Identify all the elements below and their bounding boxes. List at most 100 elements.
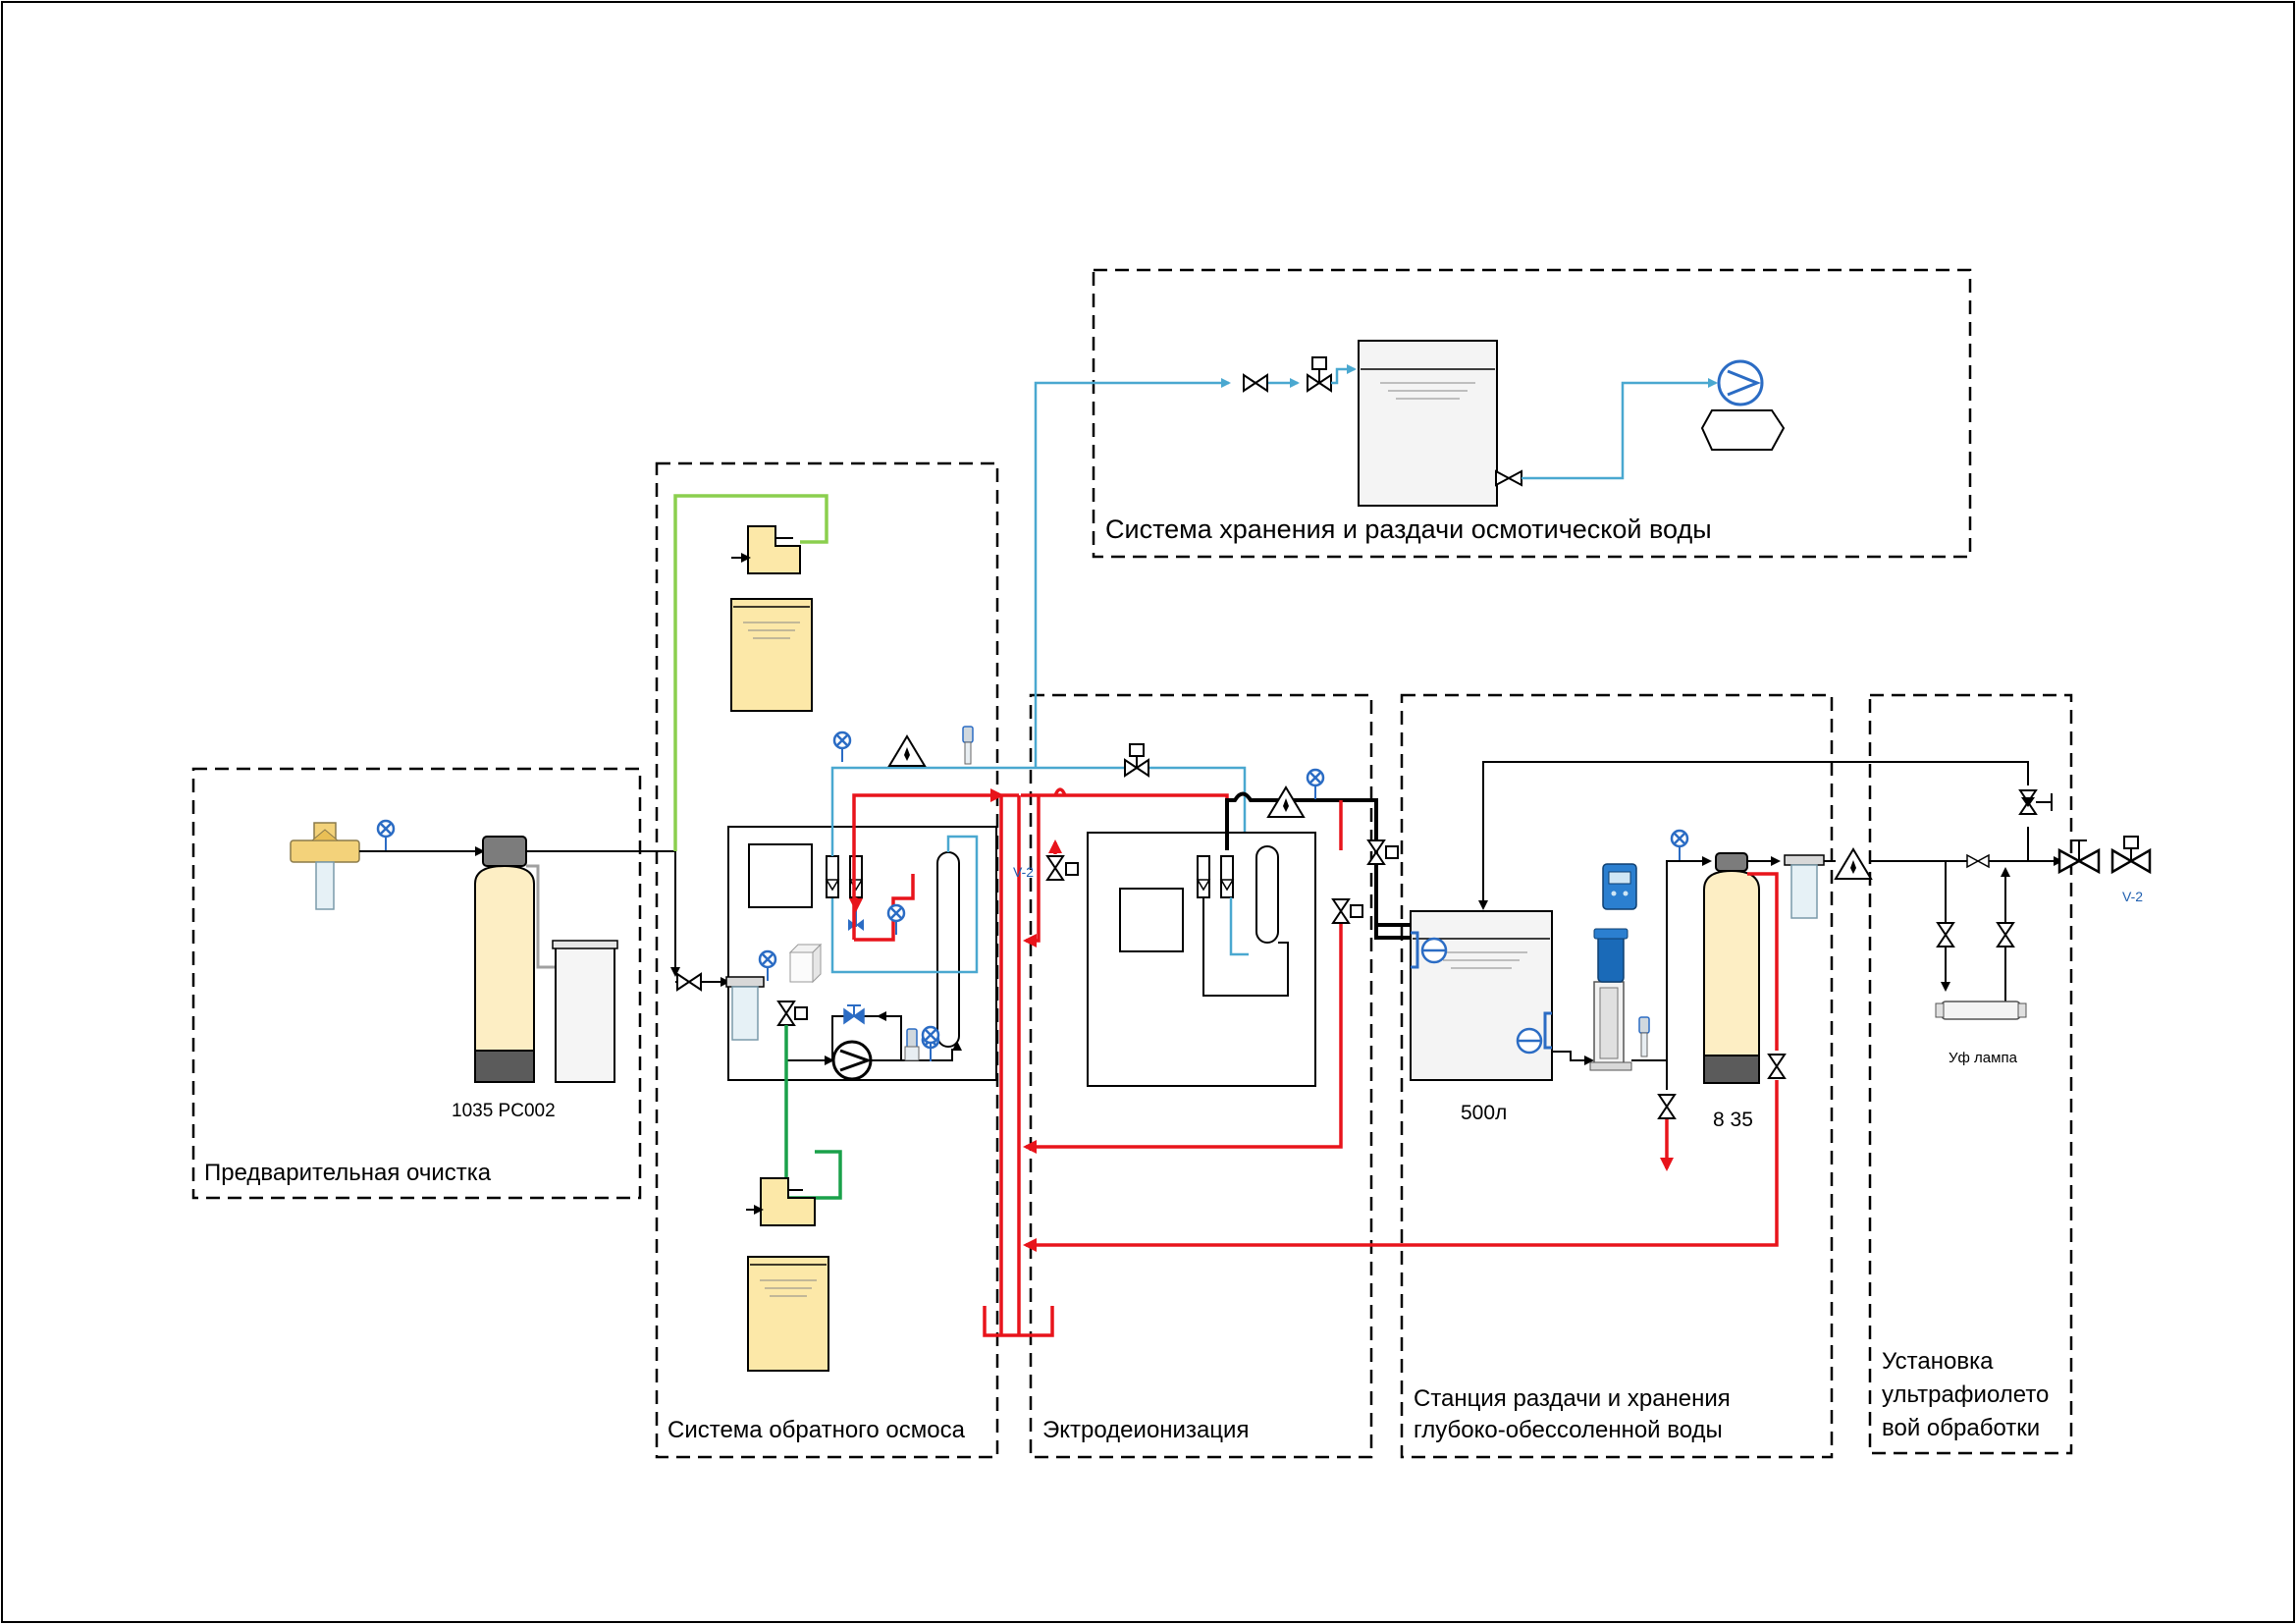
valve-tag-right: V-2 bbox=[2122, 889, 2143, 904]
uv-bypass-valve-icon bbox=[1966, 853, 1990, 869]
tank-volume-label: 500л bbox=[1461, 1102, 1507, 1124]
deionized-station-label-2: глубоко-обессоленной воды bbox=[1414, 1417, 1723, 1443]
ro-concentrate-outlet bbox=[852, 788, 1004, 940]
ro-high-pressure-pump bbox=[831, 1040, 873, 1081]
reverse-osmosis-group bbox=[670, 494, 1252, 1372]
ro-flowmeter-2 bbox=[848, 855, 864, 898]
deionized-station-box bbox=[1400, 693, 1834, 1459]
tank-level-sensor-lower bbox=[1516, 1011, 1552, 1055]
pretreatment-group: 1035 PC002 bbox=[290, 819, 675, 1121]
polishing-filter-vessel bbox=[1703, 852, 1760, 1084]
storage-osmotic-label: Система хранения и раздачи осмотической … bbox=[1105, 514, 1712, 544]
ro-conductivity-sensor-icon bbox=[962, 726, 974, 765]
cartridge-filter bbox=[1784, 854, 1825, 919]
ro-concentrate-internal bbox=[854, 874, 915, 942]
edi-label: Эктродеионизация bbox=[1042, 1417, 1249, 1443]
storage-float-valve bbox=[1307, 356, 1332, 392]
softener-vessel bbox=[474, 836, 535, 1083]
storage-osmotic-group bbox=[1243, 340, 1786, 507]
booster-pump bbox=[1589, 928, 1632, 1071]
dosing-line-lower bbox=[784, 1025, 842, 1200]
pump-pressure-switch-icon bbox=[1638, 1016, 1650, 1057]
edi-product-line bbox=[1225, 791, 1411, 927]
recirculation-valve bbox=[2019, 789, 2053, 815]
dosing-pump-upper bbox=[731, 525, 801, 574]
uv-box bbox=[1868, 693, 2073, 1455]
edi-box bbox=[1029, 693, 1373, 1459]
uv-bypass-outlet-valve-icon bbox=[1997, 922, 2014, 947]
reverse-osmosis-box bbox=[655, 461, 999, 1459]
softener-model-label: 1035 PC002 bbox=[452, 1101, 556, 1121]
pretreatment-box bbox=[191, 767, 642, 1200]
uv-bypass-inlet-valve-icon bbox=[1937, 922, 1954, 947]
edi-flowmeter-2 bbox=[1219, 855, 1235, 898]
uv-label-1: Установка bbox=[1882, 1348, 1994, 1375]
edi-control-panel bbox=[1119, 888, 1184, 952]
pump-drain-valve-icon bbox=[1658, 1094, 1676, 1119]
inlet-pressure-gauge-icon bbox=[376, 819, 396, 852]
tank-level-sensor-upper bbox=[1411, 931, 1448, 969]
reverse-osmosis-label: Система обратного осмоса bbox=[667, 1417, 966, 1443]
deionized-station-label-1: Станция раздачи и хранения bbox=[1414, 1385, 1731, 1412]
outlet-check-valve bbox=[2057, 839, 2101, 875]
drain-funnel bbox=[983, 1306, 1054, 1337]
brine-line bbox=[526, 864, 556, 969]
ro-permeate-internal bbox=[830, 835, 979, 974]
uv-group: Уф лампа V-2 bbox=[1835, 789, 2152, 1066]
pump-controller-icon bbox=[1602, 863, 1637, 910]
uv-inlet-warning-icon bbox=[1835, 848, 1872, 880]
outlet-solenoid-valve bbox=[2110, 836, 2152, 875]
filter-model-label: 8 35 bbox=[1713, 1109, 1753, 1131]
recirculation-return-pipe bbox=[1478, 761, 2029, 910]
ro-solenoid-valve bbox=[777, 1001, 808, 1026]
ro-flowmeter-1 bbox=[825, 855, 840, 898]
edi-flowmeter-1 bbox=[1196, 855, 1211, 898]
uv-lamp-label: Уф лампа bbox=[1949, 1050, 2018, 1066]
ro-needle-valve-icon bbox=[848, 919, 864, 931]
edi-group bbox=[1023, 743, 1411, 1154]
brine-tank bbox=[555, 942, 615, 1083]
pretreatment-label: Предварительная очистка bbox=[204, 1160, 492, 1186]
deionized-water-tank bbox=[1410, 910, 1553, 1081]
permeate-bypass-valve bbox=[1124, 743, 1149, 777]
valve-tag-left: V-2 bbox=[1013, 864, 1034, 880]
pump-outlet-gauge-icon bbox=[1670, 829, 1689, 862]
storage-inlet-valve-icon bbox=[1243, 374, 1268, 392]
ro-control-panel bbox=[748, 843, 813, 908]
pressure-reducer-icon bbox=[290, 822, 360, 910]
dosing-tank-lower bbox=[747, 1256, 829, 1372]
ro-pressure-switch-icon bbox=[904, 1028, 920, 1061]
dosing-line-upper bbox=[673, 494, 828, 851]
drain-system bbox=[983, 793, 1054, 1337]
osmotic-water-tank bbox=[1358, 340, 1498, 507]
ro-bypass-valve-icon bbox=[843, 1004, 865, 1025]
ro-cube-icon bbox=[788, 943, 823, 984]
ro-inlet-valve-icon bbox=[676, 973, 702, 991]
uv-label-3: вой обработки bbox=[1882, 1415, 2040, 1441]
storage-outlet-pipe bbox=[1522, 378, 1718, 480]
ro-permeate-gauge-icon bbox=[832, 731, 852, 764]
ro-membrane-vessel bbox=[936, 851, 960, 1048]
filter-flush-line bbox=[1747, 872, 1779, 1051]
dosing-tank-upper bbox=[730, 598, 813, 712]
edi-product-drain-valve bbox=[1332, 898, 1363, 924]
filter-flush-valve-icon bbox=[1768, 1054, 1786, 1079]
storage-osmotic-box bbox=[1092, 268, 1972, 559]
ro-prefilter bbox=[725, 976, 765, 1041]
edi-product-valve bbox=[1367, 839, 1399, 865]
edi-module bbox=[1255, 845, 1279, 944]
deionized-station-group: 500л bbox=[1023, 761, 2029, 1252]
distribution-pump bbox=[1700, 359, 1786, 451]
storage-outlet-valve bbox=[1495, 469, 1522, 487]
section-boxes bbox=[191, 268, 2073, 1459]
uv-label-2: ультрафиолето bbox=[1882, 1381, 2049, 1408]
edi-reject-valve bbox=[1046, 855, 1079, 881]
uv-lamp bbox=[1935, 1001, 2027, 1020]
edi-product-gauge-icon bbox=[1306, 768, 1325, 801]
dosing-pump-lower bbox=[746, 1177, 816, 1226]
ro-permeate-warning-icon bbox=[888, 735, 926, 767]
permeate-to-storage-pipe bbox=[1034, 378, 1231, 768]
edi-drain-loop bbox=[1023, 795, 1041, 947]
